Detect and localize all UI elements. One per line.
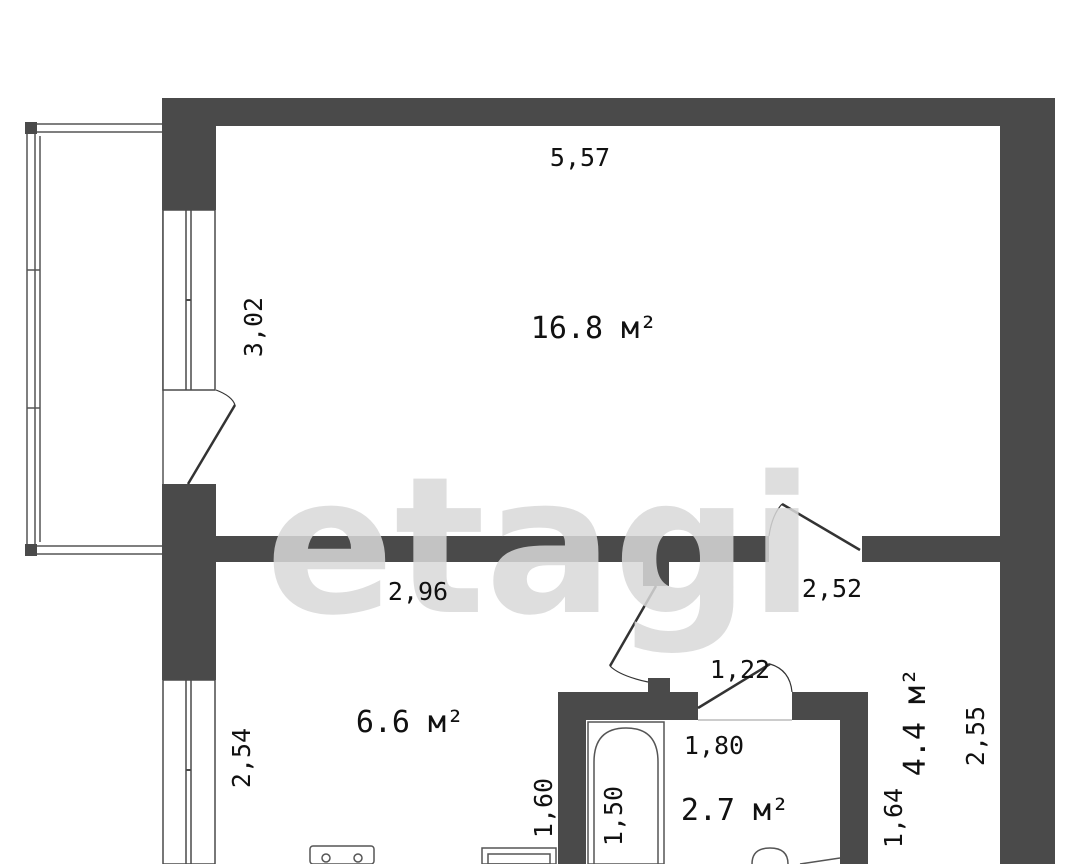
wall-partition-left [216,536,769,562]
door-room [768,502,861,552]
walls [162,98,1055,864]
window-upper [162,209,216,391]
balcony-corner-bottom [25,544,37,556]
hall-depth-label: 2,55 [961,706,990,766]
window-lower [162,679,216,864]
wall-left-upper [162,98,216,210]
bathtub [587,721,665,864]
room-depth-label: 3,02 [239,297,268,357]
toilet [751,847,789,864]
wall-right [1000,98,1055,864]
bath-left-depth-label: 1,60 [529,778,558,838]
kitchen-width-label: 2,96 [388,577,448,606]
wall-left-mid [162,484,216,680]
wall-bath-left [558,692,586,864]
stove [309,845,375,864]
door-balcony [186,389,237,485]
room-area-label: 16.8 м² [531,311,657,346]
bath-right-depth-label: 1,64 [879,788,908,848]
balcony [26,123,164,555]
balcony-corner-top [25,122,37,134]
wall-stub [643,536,669,586]
bathtub-length-label: 1,50 [599,786,628,846]
wall-partition-right [862,536,1002,562]
door-kitchen [608,585,658,683]
kitchen-depth-label: 2,54 [227,728,256,788]
bath-door-width-label: 1,22 [710,655,770,684]
wall-top [162,98,1055,126]
room-width-label: 5,57 [550,143,610,172]
wall-bath-right [840,692,868,864]
kitchen-sink [481,847,557,864]
bath-inner-width-label: 1,80 [684,731,744,760]
door-bathroom [697,662,793,721]
etagi-watermark-logo: etagi [265,436,814,657]
bathroom-area-label: 2.7 м² [681,793,789,828]
hall-width-label: 2,52 [802,574,862,603]
bath-fixture-edge [799,857,841,864]
kitchen-area-label: 6.6 м² [356,705,464,740]
hallway-area-label: 4.4 м² [898,668,933,776]
